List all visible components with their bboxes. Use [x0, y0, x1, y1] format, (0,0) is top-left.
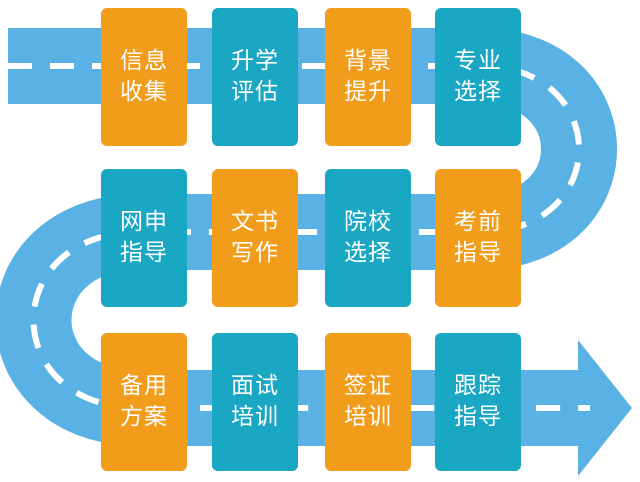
step-box: 网申指导 [101, 169, 187, 307]
step-label-line2: 评估 [231, 79, 279, 105]
step-label-line1: 跟踪 [454, 373, 502, 399]
step-label-line2: 选择 [454, 79, 502, 105]
step-box: 信息收集 [101, 8, 187, 146]
step-label-line2: 指导 [454, 404, 502, 430]
step-label-line1: 专业 [454, 48, 502, 74]
step-label-line1: 升学 [231, 48, 279, 74]
step-box: 备用方案 [101, 333, 187, 471]
step-label-line2: 选择 [344, 240, 392, 266]
step-box: 院校选择 [325, 169, 411, 307]
step-box: 专业选择 [435, 8, 521, 146]
step-label-line1: 文书 [231, 209, 279, 235]
step-box: 升学评估 [212, 8, 298, 146]
step-box: 文书写作 [212, 169, 298, 307]
step-label-line2: 培训 [231, 404, 279, 430]
step-label-line2: 培训 [344, 404, 392, 430]
step-label-line1: 考前 [454, 209, 502, 235]
step-box: 面试培训 [212, 333, 298, 471]
step-label-line1: 信息 [120, 48, 168, 74]
step-label-line1: 备用 [120, 373, 168, 399]
step-label-line1: 面试 [231, 373, 279, 399]
step-box: 背景提升 [325, 8, 411, 146]
step-box: 跟踪指导 [435, 333, 521, 471]
step-label-line2: 收集 [120, 79, 168, 105]
step-label-line2: 写作 [231, 240, 279, 266]
step-label-line2: 指导 [454, 240, 502, 266]
step-label-line2: 指导 [120, 240, 168, 266]
step-label-line1: 院校 [344, 209, 392, 235]
step-label-line2: 提升 [344, 79, 392, 105]
road-arrowhead [578, 340, 632, 476]
step-box: 考前指导 [435, 169, 521, 307]
step-label-line1: 背景 [344, 48, 392, 74]
step-label-line1: 网申 [120, 209, 168, 235]
step-label-line2: 方案 [120, 404, 168, 430]
step-label-line1: 签证 [344, 373, 392, 399]
step-box: 签证培训 [325, 333, 411, 471]
